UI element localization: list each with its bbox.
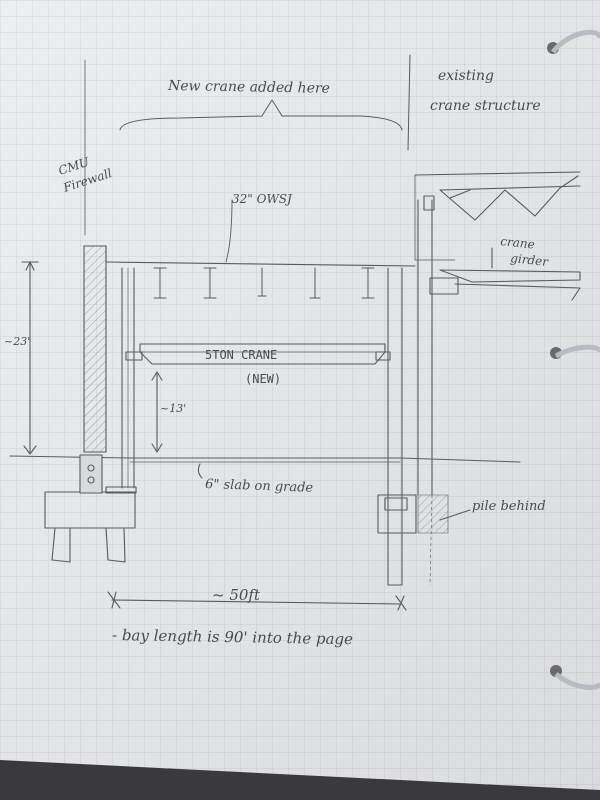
ground-line	[9, 455, 521, 463]
binder-rings	[547, 29, 600, 690]
cmu-firewall	[83, 245, 107, 453]
label-clearance: ~13'	[160, 402, 186, 415]
existing-truss	[414, 171, 581, 221]
label-existing-1: existing	[438, 68, 494, 84]
label-joists: 32" OWSJ	[232, 192, 293, 206]
label-crane-girder-2: girder	[510, 251, 550, 269]
binder-ring-icon	[547, 29, 600, 54]
structural-sketch	[9, 54, 581, 611]
label-bay-note: - bay length is 90' into the page	[112, 626, 353, 648]
label-crane-girder-1: crane	[500, 234, 536, 252]
binder-ring-icon	[550, 344, 600, 359]
label-existing-2: crane structure	[430, 98, 541, 114]
label-slab: 6" slab on grade	[205, 477, 314, 496]
new-crane-brace	[119, 99, 403, 131]
label-span: ~ 50ft	[212, 586, 261, 604]
span-dimension	[111, 599, 401, 605]
label-crane-1: 5TON CRANE	[205, 348, 277, 362]
roof-joists	[153, 267, 375, 299]
binder-ring-icon	[550, 665, 600, 690]
label-crane-2: (NEW)	[245, 372, 281, 386]
crane-girder	[439, 269, 581, 283]
label-height: ~23'	[4, 335, 30, 348]
label-new-crane: New crane added here	[167, 78, 330, 97]
right-footing	[377, 494, 417, 534]
roof-beam	[105, 261, 416, 267]
label-pile: pile behind	[472, 499, 546, 514]
